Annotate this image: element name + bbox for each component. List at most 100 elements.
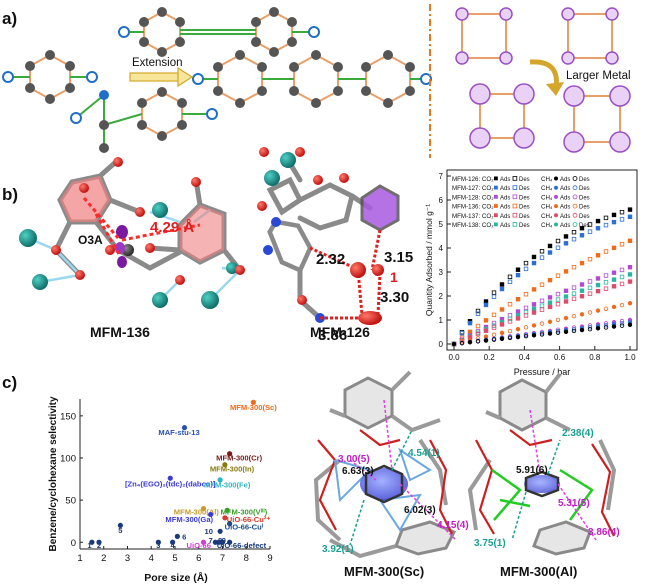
iso-xtick-label: 0.8 — [589, 353, 601, 362]
iso-point — [619, 217, 625, 222]
iso-point — [571, 229, 577, 235]
sel-xtick-label: 8 — [244, 553, 249, 564]
iso-point — [483, 302, 489, 308]
iso-point — [579, 282, 585, 287]
iso-legend-des-square — [512, 194, 518, 200]
iso-ytick-label: 7 — [439, 172, 444, 181]
iso-point — [491, 337, 497, 342]
al-d5: 3.75(1) — [474, 538, 506, 549]
iso-point — [507, 319, 513, 324]
iso-point — [531, 302, 537, 307]
iso-point — [499, 282, 505, 287]
iso-legend-gas2: CH₄ — [541, 185, 553, 192]
mfm126-d330: 3.30 — [380, 289, 409, 306]
iso-legend-des-circle — [572, 212, 578, 218]
iso-point — [515, 309, 521, 314]
iso-legend-ads-square — [494, 204, 498, 208]
sel-point-label: UiO-66-Cu²⁺ — [227, 515, 271, 524]
iso-point — [603, 249, 609, 254]
iso-point — [611, 304, 617, 310]
iso-point — [531, 333, 537, 338]
iso-point — [531, 306, 537, 312]
iso-point — [587, 222, 593, 227]
iso-point — [587, 291, 593, 296]
iso-point — [523, 305, 529, 311]
mfm126-d1: 1 — [390, 269, 398, 285]
iso-legend-gas2: CH₄ — [541, 222, 553, 229]
iso-xtick-label: 1.0 — [624, 353, 636, 362]
iso-point — [459, 331, 465, 336]
iso-legend-ads-square — [494, 185, 498, 190]
iso-point — [491, 294, 497, 299]
iso-point — [603, 306, 609, 311]
iso-point — [459, 329, 465, 335]
iso-legend-ads-circle — [554, 176, 558, 181]
iso-point — [579, 327, 585, 333]
sel-xtick-label: 9 — [267, 553, 272, 564]
iso-point — [507, 316, 513, 321]
iso-point — [523, 292, 529, 297]
iso-point — [499, 322, 505, 327]
iso-legend-name: MFM-126: CO₂ — [452, 176, 494, 183]
iso-point — [555, 327, 561, 333]
iso-legend-name: MFM-138: CO₂ — [452, 222, 494, 229]
iso-point — [619, 318, 625, 324]
iso-point — [603, 323, 609, 328]
iso-legend-des-circle — [572, 176, 578, 181]
sel-point — [167, 475, 173, 481]
mfm300sc-label: MFM-300(Sc) — [344, 564, 424, 579]
sel-xtick-label: 5 — [172, 553, 177, 564]
iso-point — [515, 267, 521, 272]
mfm126-d232: 2.32 — [316, 251, 345, 268]
iso-legend-des: Des — [519, 205, 530, 211]
mfm136-distance: 4.29 Å — [150, 219, 194, 236]
iso-point — [627, 279, 633, 284]
iso-legend-name: MFM-128: CO₂ — [452, 194, 494, 201]
sel-point-label: MFM-300(Vᴵᴵᴵ) — [221, 507, 268, 516]
iso-legend-ads-square — [494, 176, 498, 181]
sel-point — [155, 539, 161, 545]
iso-point — [603, 325, 609, 330]
mfm136-structure — [19, 157, 245, 309]
iso-point — [547, 243, 553, 249]
iso-point — [507, 274, 513, 280]
iso-point — [499, 307, 505, 312]
iso-point — [539, 249, 545, 254]
iso-point — [595, 282, 601, 288]
sel-xtick-label: 2 — [101, 553, 106, 564]
iso-legend-name: MFM-136: CO₂ — [452, 204, 494, 211]
iso-point — [539, 332, 545, 337]
iso-legend-des: Des — [519, 214, 530, 220]
iso-legend-ads: Ads — [500, 223, 510, 229]
iso-point — [611, 212, 617, 218]
iso-point — [475, 311, 481, 316]
iso-point — [555, 273, 561, 278]
iso-xtick-label: 0.6 — [554, 353, 566, 362]
sc-d2: 3.00(5) — [338, 454, 370, 465]
mfm126-d315: 3.15 — [384, 249, 413, 266]
iso-legend-name: MFM-137: CO₂ — [452, 213, 494, 220]
sel-point — [216, 539, 222, 545]
al-d2: 5.91(6) — [516, 465, 548, 476]
iso-point — [563, 269, 569, 274]
iso-legend-ads2: Ads — [560, 177, 570, 183]
iso-legend-des2: Des — [579, 177, 590, 183]
iso-point — [627, 238, 633, 243]
iso-legend-des2: Des — [579, 195, 590, 201]
iso-legend-name: MFM-127: CO₂ — [452, 185, 494, 192]
sel-point-label: MFM-300(In) — [210, 464, 255, 473]
sel-ytick-label: 100 — [60, 453, 76, 464]
sel-xtick-label: 6 — [196, 553, 201, 564]
sel-point-label: MFM-300(Fe) — [204, 480, 251, 489]
iso-ytick-label: 6 — [439, 196, 444, 205]
iso-point — [507, 279, 513, 285]
iso-legend-des2: Des — [579, 214, 590, 220]
al-d3: 5.31(5) — [558, 498, 590, 509]
iso-point — [587, 326, 593, 332]
iso-point — [619, 209, 625, 215]
iso-point — [595, 226, 601, 231]
iso-point — [587, 256, 593, 262]
iso-point — [451, 341, 457, 347]
iso-point — [627, 207, 633, 212]
iso-legend-des-circle — [572, 194, 578, 200]
